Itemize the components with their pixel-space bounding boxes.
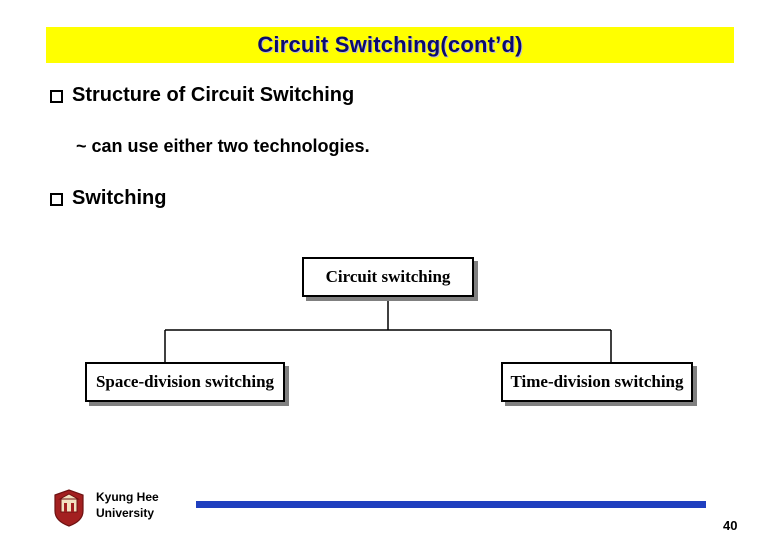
footer-organization: Kyung Hee University [96,489,159,521]
square-bullet-icon [50,193,63,206]
diagram-node-time-division-switching: Time-division switching [501,362,693,402]
bullet-label-structure: Structure of Circuit Switching [72,84,355,106]
footer-organization-line2: University [96,506,155,521]
sub-note-text: ~ can use either two technologies. [76,136,370,156]
slide-title-banner: Circuit Switching(cont’d) [46,27,734,63]
footer-divider [196,501,706,508]
bullet-item-switching: Switching [50,187,166,209]
bullet-label-switching: Switching [72,187,167,209]
diagram-node-label: Space-division switching [95,372,275,391]
footer-organization-line1: Kyung Hee [96,490,159,504]
diagram-connector-lines [164,297,612,362]
switching-tree-diagram: Circuit switching Space-division switchi… [60,250,720,420]
square-bullet-icon [50,90,63,103]
page-number: 40 [723,518,738,533]
university-crest-icon [54,489,84,527]
page-title: Circuit Switching(cont’d) [257,32,523,57]
diagram-node-space-division-switching: Space-division switching [85,362,285,402]
bullet-item-structure: Structure of Circuit Switching [50,84,354,106]
diagram-node-circuit-switching: Circuit switching [302,257,474,297]
diagram-node-label: Circuit switching [325,267,451,286]
diagram-node-label: Time-division switching [510,372,684,391]
